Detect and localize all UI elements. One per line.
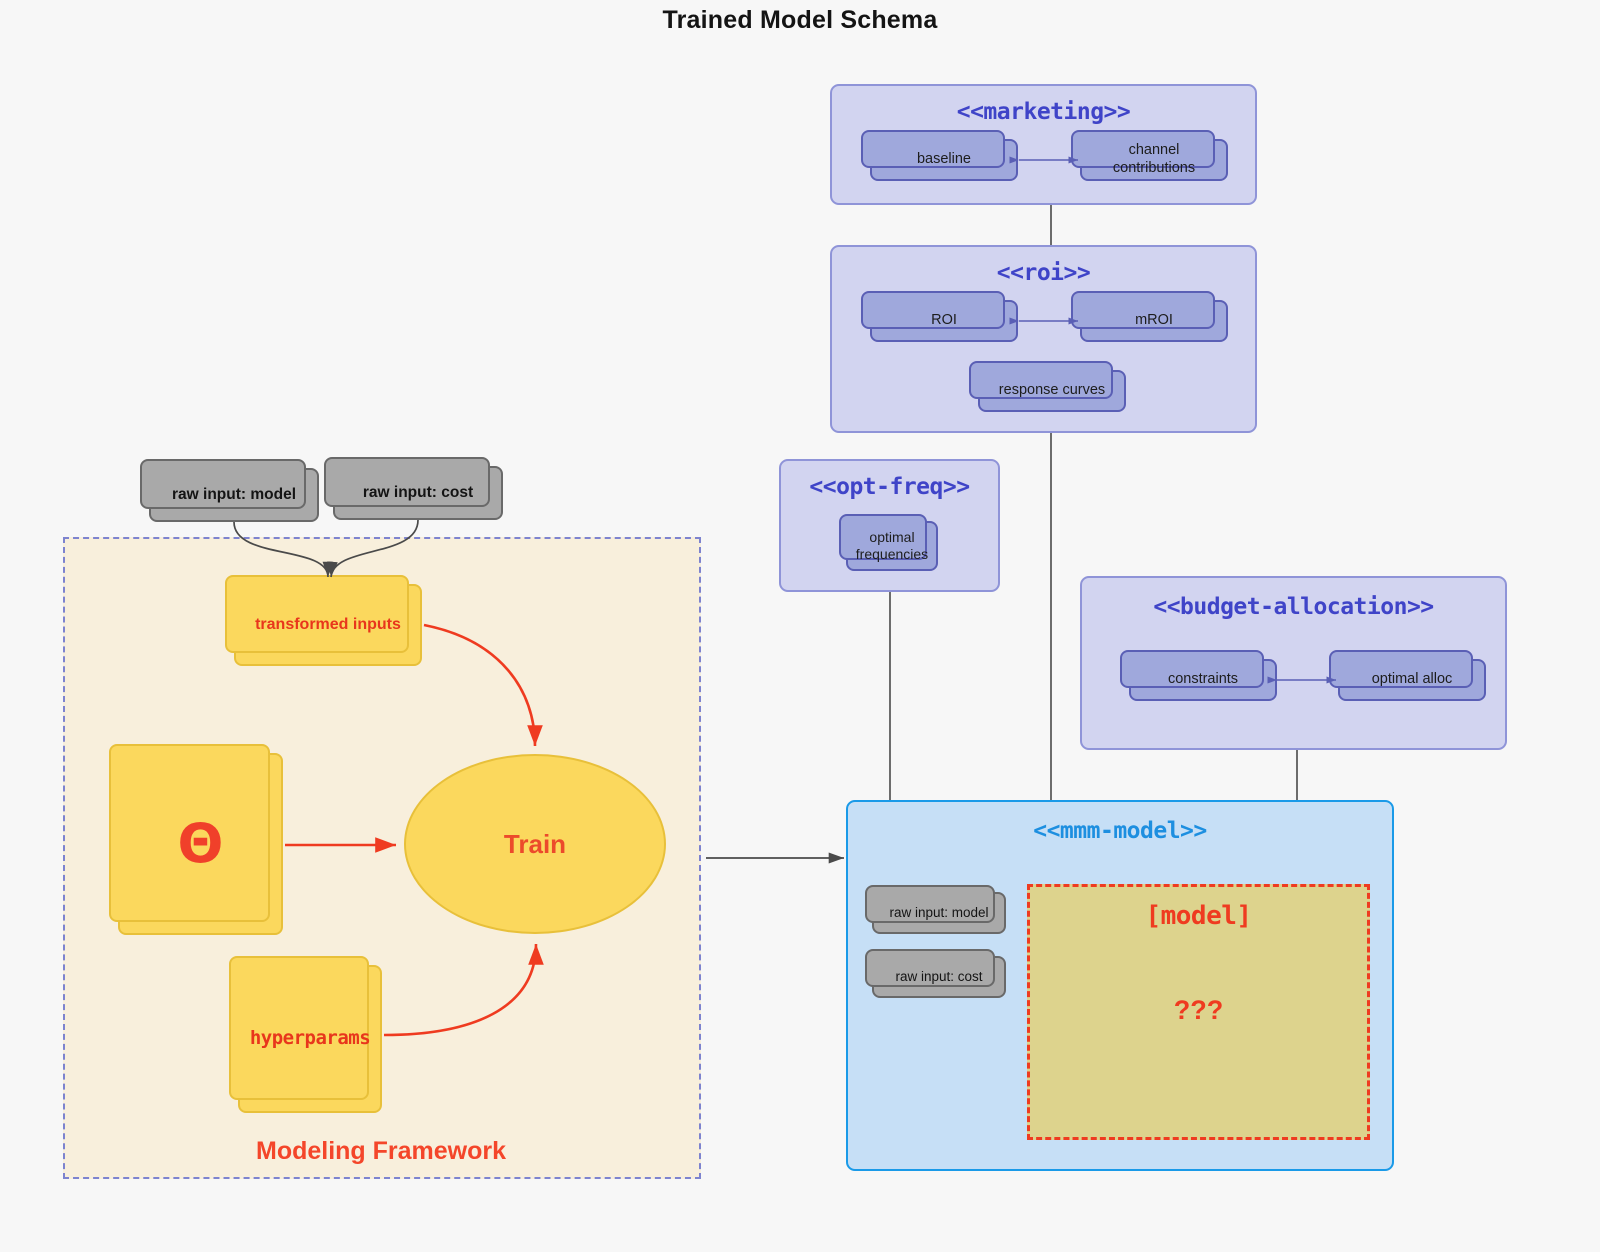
mmm-raw-input-model-card[interactable]: raw input: model [865, 885, 1006, 934]
theta-symbol: Θ [177, 812, 224, 876]
mmm-raw-input-cost-label: raw input: cost [895, 968, 983, 984]
raw-input-cost-card[interactable]: raw input: cost [324, 457, 503, 520]
node-roi-label: ROI [931, 312, 957, 329]
train-node[interactable]: Train [404, 754, 666, 934]
theta-card[interactable]: Θ [109, 744, 283, 935]
package-budget-allocation-title: <<budget-allocation>> [1153, 594, 1434, 620]
node-channel-contributions-label: channel contributions [1112, 142, 1196, 176]
card-stack-shadow [865, 885, 995, 923]
node-optimal-frequencies-label: optimal frequencies [850, 529, 934, 563]
node-optimal-alloc-label: optimal alloc [1371, 671, 1453, 688]
modeling-framework-label: Modeling Framework [256, 1137, 507, 1165]
package-mmm-model-title: <<mmm-model>> [1033, 818, 1207, 844]
hyperparams-label: hyperparams [249, 1027, 371, 1050]
card-stack-shadow [1071, 130, 1215, 168]
node-response-curves-label: response curves [998, 382, 1106, 399]
mmm-raw-input-cost-card[interactable]: raw input: cost [865, 949, 1006, 998]
optimal-frequencies-line2: frequencies [855, 546, 929, 562]
node-mroi-label: mROI [1135, 312, 1173, 329]
model-region-unknown: ??? [1173, 995, 1224, 1025]
card-stack-shadow [225, 575, 409, 653]
optimal-frequencies-line1: optimal [869, 528, 915, 545]
node-baseline[interactable]: baseline [861, 130, 1018, 181]
package-roi-title: <<roi>> [996, 260, 1091, 286]
transformed-inputs-card[interactable]: transformed inputs [225, 575, 422, 666]
hyperparams-card[interactable]: hyperparams [229, 956, 382, 1113]
node-channel-contributions[interactable]: channel contributions [1071, 130, 1228, 181]
card-stack-shadow [324, 457, 490, 507]
card-stack-shadow [1071, 291, 1215, 329]
node-roi[interactable]: ROI [861, 291, 1018, 342]
node-optimal-frequencies[interactable]: optimal frequencies [839, 514, 938, 571]
mmm-raw-input-model-label: raw input: model [889, 904, 989, 920]
raw-input-model-card[interactable]: raw input: model [140, 459, 319, 522]
model-region-title: [model] [1145, 901, 1252, 931]
raw-input-model-label: raw input: model [172, 485, 296, 503]
node-constraints-label: constraints [1167, 671, 1239, 688]
card-stack-shadow [969, 361, 1113, 399]
card-stack-shadow [229, 956, 369, 1100]
card-stack-shadow [865, 949, 995, 987]
card-stack-shadow [861, 130, 1005, 168]
node-optimal-alloc[interactable]: optimal alloc [1329, 650, 1486, 701]
card-stack-shadow [1120, 650, 1264, 688]
card-stack-shadow [839, 514, 927, 560]
transformed-inputs-label: transformed inputs [255, 616, 401, 634]
node-mroi[interactable]: mROI [1071, 291, 1228, 342]
train-label: Train [503, 828, 567, 859]
card-stack-shadow [109, 744, 270, 922]
card-stack-shadow [861, 291, 1005, 329]
package-marketing-title: <<marketing>> [956, 99, 1131, 125]
node-response-curves[interactable]: response curves [969, 361, 1126, 412]
page-title: Trained Model Schema [662, 6, 938, 34]
raw-input-cost-label: raw input: cost [362, 483, 474, 501]
node-constraints[interactable]: constraints [1120, 650, 1277, 701]
model-region: [model] ??? [1027, 884, 1370, 1140]
card-stack-shadow [140, 459, 306, 509]
node-baseline-label: baseline [916, 151, 971, 168]
package-opt-freq-title: <<opt-freq>> [809, 474, 970, 500]
card-stack-shadow [1329, 650, 1473, 688]
